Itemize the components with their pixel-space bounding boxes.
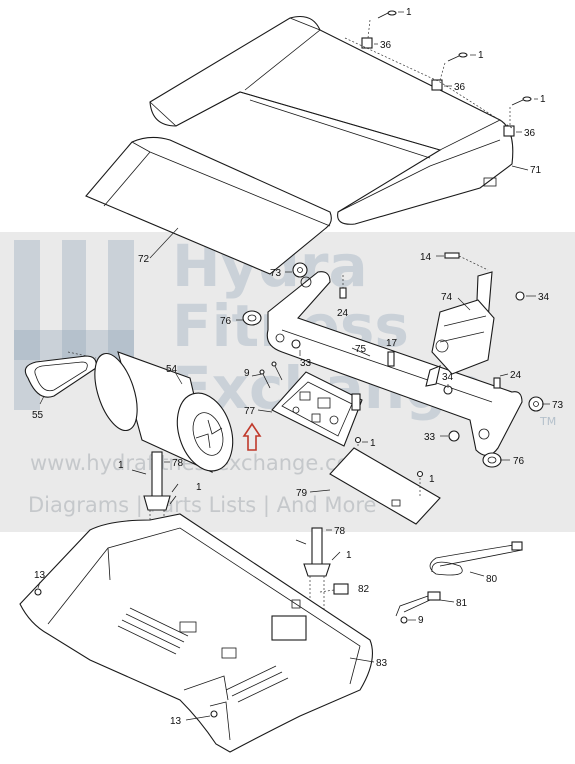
part-55-drive-belt [24, 351, 97, 398]
callout-14: 14 [420, 252, 432, 263]
part-81-wire-harness [395, 591, 441, 624]
part-77-controller-board [271, 371, 363, 447]
callout-13: 13 [34, 570, 46, 581]
part-73-washer [292, 262, 544, 412]
callout-74: 74 [441, 292, 453, 303]
part-76-roller [242, 310, 502, 468]
callout-76: 76 [220, 316, 232, 327]
callout-1: 1 [346, 550, 352, 561]
callout-78: 78 [172, 458, 184, 469]
callout-9: 9 [244, 368, 250, 379]
part-74-incline-actuator [425, 271, 495, 387]
callout-75: 75 [355, 344, 367, 355]
callout-81: 81 [456, 598, 468, 609]
watermark-tagline: Diagrams | Parts Lists | And More [28, 493, 376, 518]
callout-24: 24 [337, 308, 349, 319]
part-83-base-frame [19, 513, 373, 753]
callout-72: 72 [138, 254, 150, 265]
callout-77: 77 [244, 406, 256, 417]
base-vent-slots [117, 607, 289, 703]
highlight-arrow-icon [242, 422, 262, 451]
watermark-logo-icon [14, 240, 134, 410]
callout-78: 78 [334, 526, 346, 537]
part-75-motor-mount-frame [266, 271, 523, 457]
callout-73: 73 [270, 268, 282, 279]
motor-fan-icon [195, 419, 223, 449]
callout-1: 1 [429, 474, 435, 485]
callout-1: 1 [540, 94, 546, 105]
callout-82: 82 [358, 584, 370, 595]
callout-76: 76 [513, 456, 525, 467]
leader-lines [37, 11, 550, 721]
part-13-foot [34, 588, 218, 718]
callout-34: 34 [538, 292, 550, 303]
callout-1: 1 [406, 7, 412, 18]
callout-1: 1 [370, 438, 376, 449]
callout-36: 36 [454, 82, 466, 93]
part-72-motor-cover [85, 136, 332, 275]
part-54-motor [94, 351, 234, 473]
callout-36: 36 [524, 128, 536, 139]
callout-1: 1 [478, 50, 484, 61]
callout-13: 13 [170, 716, 182, 727]
callout-17: 17 [386, 338, 398, 349]
callout-33: 33 [424, 432, 436, 443]
actuator-fasteners [291, 252, 525, 442]
callout-labels: 1 36 1 36 1 36 71 72 14 73 74 34 24 76 3… [32, 7, 564, 727]
callout-80: 80 [486, 574, 498, 585]
hood-fasteners [344, 10, 532, 137]
part-82-connector [319, 583, 349, 595]
part-80-power-cord [429, 541, 523, 576]
part-79-mounting-plate [329, 436, 441, 525]
callout-9: 9 [418, 615, 424, 626]
callout-1: 1 [196, 482, 202, 493]
callout-83: 83 [376, 658, 388, 669]
part-71-hood-cover [149, 15, 514, 225]
callout-33: 33 [300, 358, 312, 369]
callout-79: 79 [296, 488, 308, 499]
callout-24: 24 [510, 370, 522, 381]
callout-71: 71 [530, 165, 542, 176]
callout-34: 34 [442, 372, 454, 383]
callout-54: 54 [166, 364, 178, 375]
callout-36: 36 [380, 40, 392, 51]
callout-73: 73 [552, 400, 564, 411]
callout-1: 1 [118, 460, 124, 471]
callout-55: 55 [32, 410, 44, 421]
watermark-tm: TM [539, 415, 556, 428]
